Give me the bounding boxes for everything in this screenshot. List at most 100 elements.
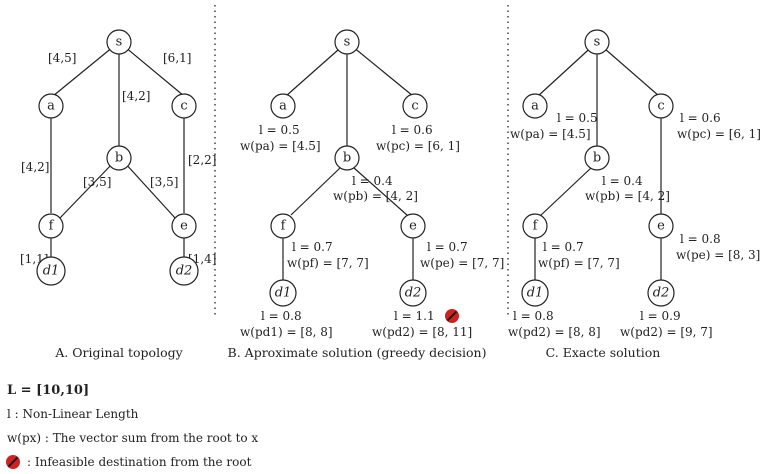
legend-l-def: l : Non-Linear Length — [7, 407, 139, 421]
node-e-label: e — [180, 219, 188, 234]
node-c-label: c — [657, 99, 664, 114]
node-c-label: c — [180, 99, 187, 114]
node-d1-label: d1 — [43, 264, 60, 279]
ann-c-w: w(pc) = [6, 1] — [677, 127, 761, 141]
ann-b-l: l = 0.4 — [602, 174, 643, 188]
ann-d1-w: w(pd1) = [8, 8] — [240, 325, 333, 339]
node-e — [171, 213, 197, 239]
node-e-label: e — [409, 219, 417, 234]
ann-e-l: l = 0.7 — [427, 240, 468, 254]
ann-f-l: l = 0.7 — [543, 240, 584, 254]
ann-c-l: l = 0.6 — [680, 111, 721, 125]
ann-b-l: l = 0.4 — [352, 174, 393, 188]
edge-s-a — [52, 41, 120, 97]
node-c — [402, 93, 428, 119]
edge-label-be: [3,5] — [150, 175, 178, 189]
node-d2-label: d2 — [405, 286, 422, 301]
node-s — [334, 29, 360, 55]
node-b-label: b — [115, 151, 123, 166]
node-e — [648, 213, 674, 239]
ann-d1-l: l = 0.8 — [261, 309, 302, 323]
node-d2 — [399, 279, 427, 307]
node-e — [400, 213, 426, 239]
ann-a-w: w(pa) = [4.5] — [510, 127, 591, 141]
node-f — [38, 213, 64, 239]
node-f-label: f — [49, 219, 55, 234]
edge-s-c — [346, 41, 414, 97]
node-f — [522, 213, 548, 239]
node-d2-label: d2 — [176, 264, 193, 279]
node-s-label: s — [116, 35, 123, 50]
panel-b: s a c b f e d1 d2 l = 0.5 w(pa) = [4.5] … — [228, 29, 504, 360]
ann-d2-w: w(pd2) = [8, 11] — [372, 325, 472, 339]
node-e-label: e — [657, 219, 665, 234]
ann-e-w: w(pe) = [7, 7] — [420, 256, 504, 270]
node-s — [584, 29, 610, 55]
legend: L = [10,10] l : Non-Linear Length w(px) … — [5, 383, 258, 470]
edge-b-f — [58, 161, 115, 220]
node-b-label: b — [593, 151, 601, 166]
panel-a: [4,5] [6,1] [4,2] [4,2] [3,5] [3,5] [2,2… — [20, 29, 216, 360]
node-b — [584, 145, 610, 171]
ann-a-l: l = 0.5 — [557, 111, 598, 125]
ann-f-w: w(pf) = [7, 7] — [538, 256, 620, 270]
ann-d2-w: w(pd2) = [9, 7] — [620, 325, 713, 339]
node-f-label: f — [281, 219, 287, 234]
edge-label-bf: [3,5] — [83, 175, 111, 189]
ann-d1-l: l = 0.8 — [513, 309, 554, 323]
edge-label-sa: [4,5] — [48, 51, 76, 65]
node-b-label: b — [343, 151, 351, 166]
edge-s-a — [285, 41, 348, 97]
ann-f-w: w(pf) = [7, 7] — [287, 256, 369, 270]
ann-c-l: l = 0.6 — [392, 123, 433, 137]
ann-e-l: l = 0.8 — [680, 232, 721, 246]
edge-label-ce: [2,2] — [188, 153, 216, 167]
node-a — [38, 93, 64, 119]
ann-e-w: w(pe) = [8, 3] — [676, 248, 760, 262]
edge-b-f — [290, 167, 341, 216]
ann-d2-l: l = 0.9 — [640, 309, 681, 323]
caption-a: A. Original topology — [54, 345, 183, 360]
node-s-label: s — [594, 35, 601, 50]
node-d2-label: d2 — [653, 286, 670, 301]
node-d1-label: d1 — [275, 286, 292, 301]
edge-b-e — [123, 161, 177, 220]
node-d2 — [169, 256, 199, 286]
ann-d1-w: w(pd2) = [8, 8] — [508, 325, 601, 339]
ann-b-w: w(pb) = [4, 2] — [585, 189, 670, 203]
node-d1-label: d1 — [527, 286, 544, 301]
edge-label-sb: [4,2] — [122, 89, 150, 103]
edge-label-af: [4,2] — [21, 160, 49, 174]
node-a — [270, 93, 296, 119]
node-s-label: s — [344, 35, 351, 50]
node-b — [334, 145, 360, 171]
caption-b: B. Aproximate solution (greedy decision) — [228, 345, 487, 360]
infeasible-legend-icon — [5, 454, 21, 470]
edge-b-f — [539, 167, 592, 217]
legend-infeasible-def: : Infeasible destination from the root — [27, 455, 252, 469]
node-c-label: c — [411, 99, 418, 114]
node-a-label: a — [279, 99, 287, 114]
caption-c: C. Exacte solution — [546, 345, 661, 360]
panel-c: s a c b f e d1 d2 l = 0.5 w(pa) = [4.5] … — [508, 29, 761, 360]
node-b — [106, 145, 132, 171]
node-a-label: a — [47, 99, 55, 114]
legend-limit: L = [10,10] — [7, 383, 89, 398]
edge-s-c — [596, 41, 660, 97]
legend-w-def: w(px) : The vector sum from the root to … — [7, 431, 258, 445]
edge-label-sc: [6,1] — [163, 51, 191, 65]
node-d1 — [36, 256, 66, 286]
ann-d2-l: l = 1.1 — [394, 309, 435, 323]
node-c — [171, 93, 197, 119]
edge-s-c — [118, 41, 185, 97]
edge-s-a — [537, 41, 598, 97]
ann-f-l: l = 0.7 — [292, 240, 333, 254]
node-d1 — [269, 279, 297, 307]
node-d1 — [521, 279, 549, 307]
ann-a-w: w(pa) = [4.5] — [240, 139, 321, 153]
node-f-label: f — [533, 219, 539, 234]
ann-c-w: w(pc) = [6, 1] — [376, 139, 460, 153]
ann-a-l: l = 0.5 — [259, 123, 300, 137]
node-c — [648, 93, 674, 119]
